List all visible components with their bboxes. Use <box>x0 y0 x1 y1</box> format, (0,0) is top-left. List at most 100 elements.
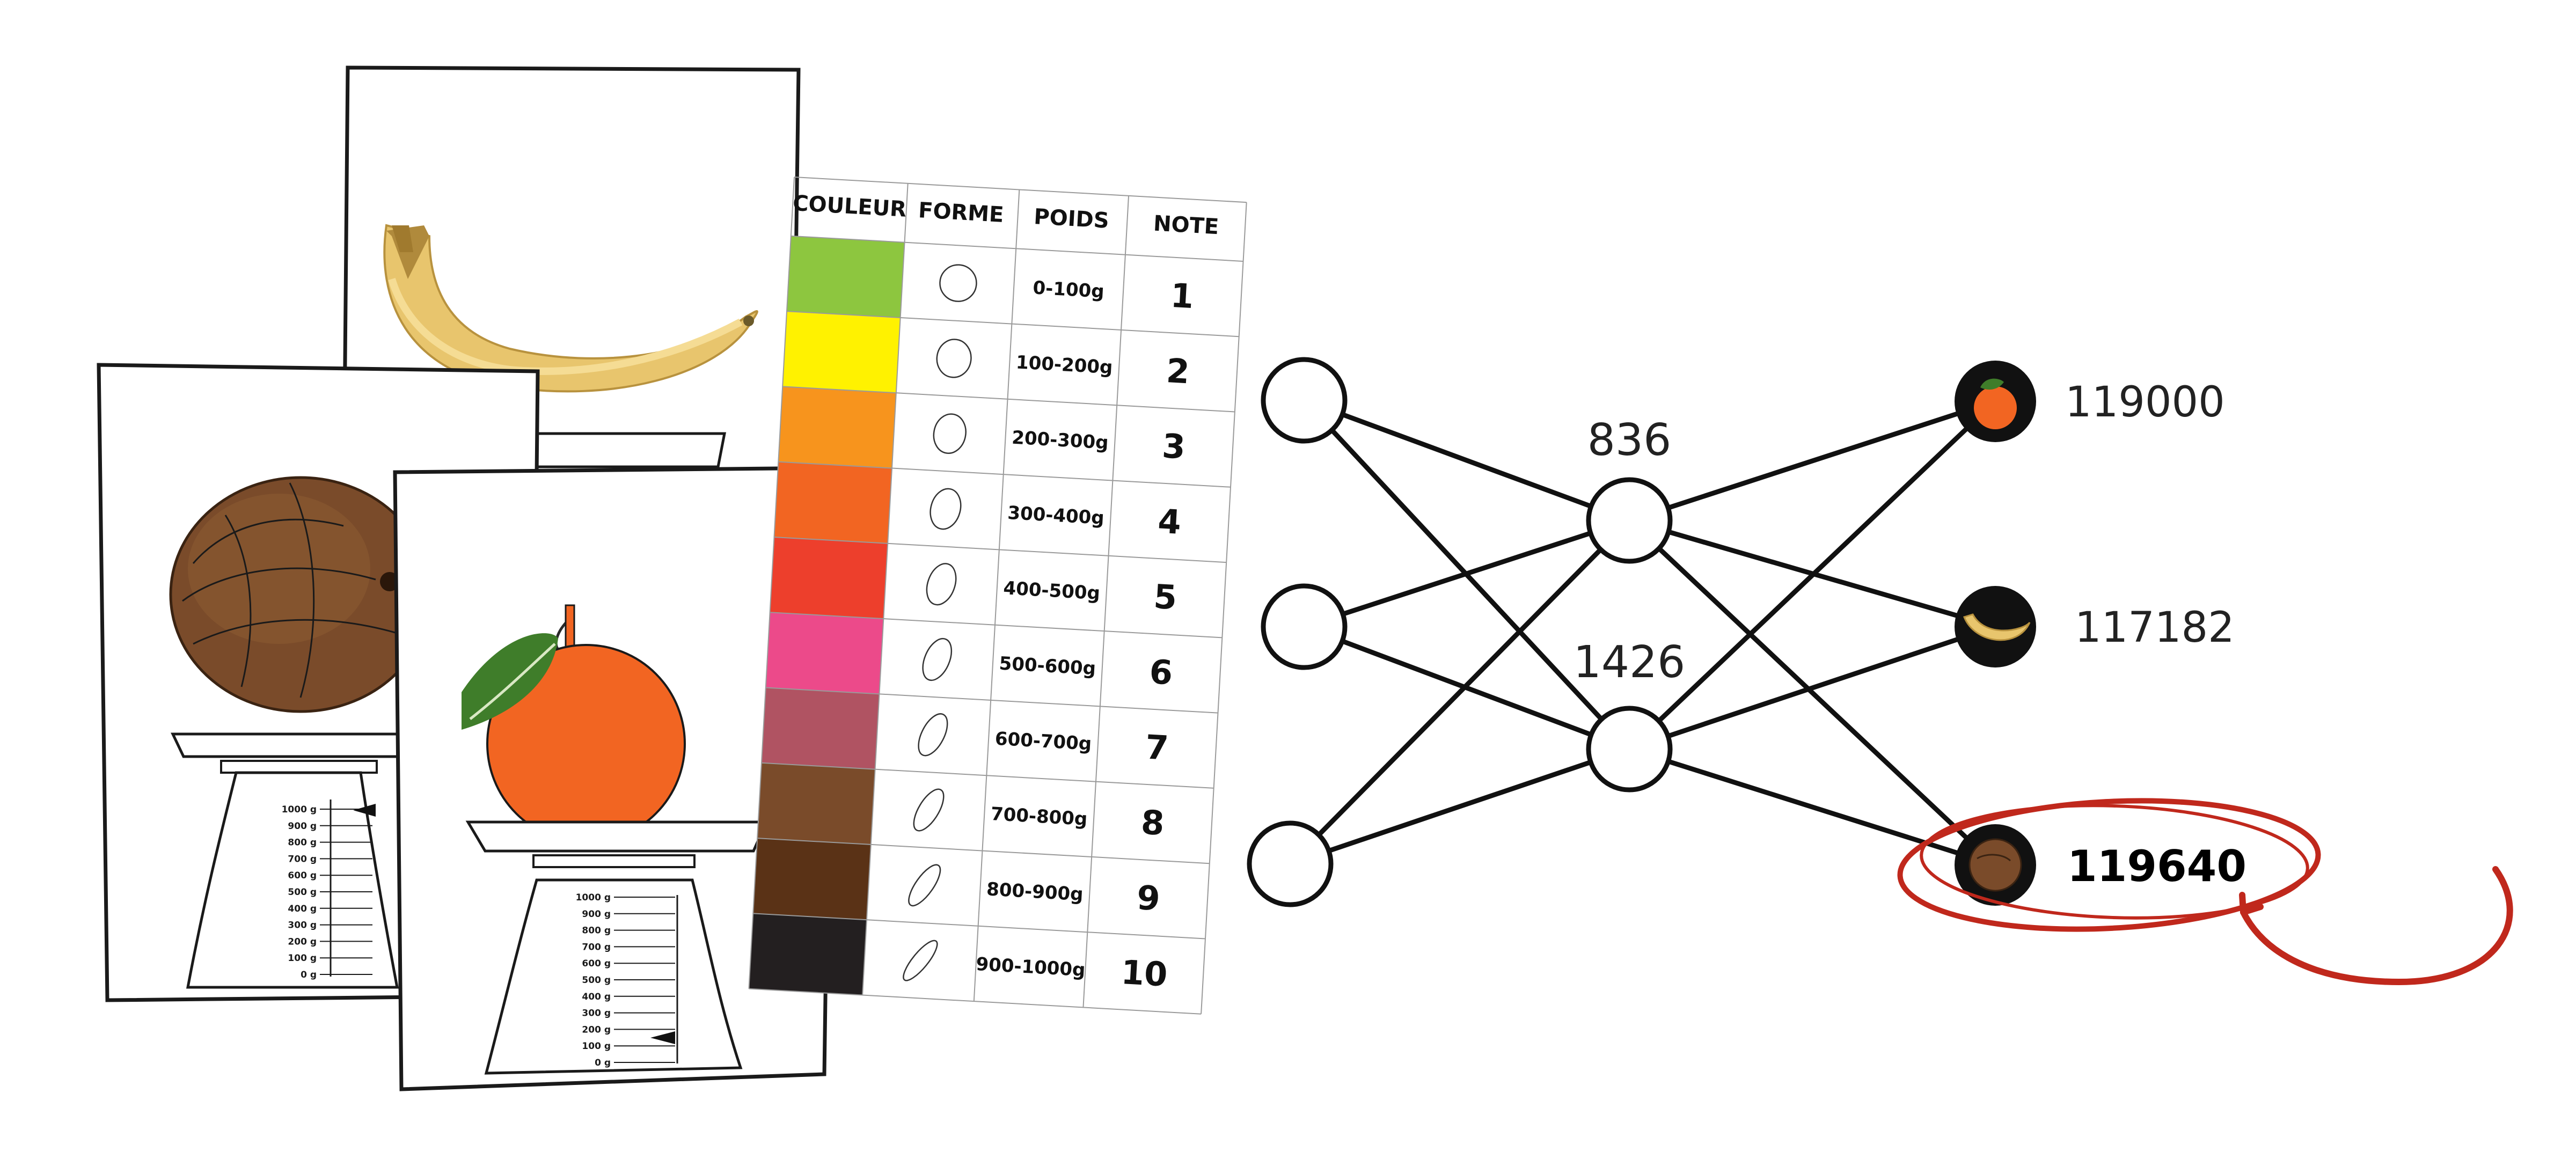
shape-icon <box>918 713 948 757</box>
hidden-node-1 <box>1586 477 1673 564</box>
input-node-3 <box>1247 820 1334 907</box>
scale-ticks-right: 1000 g 900 g 800 g 700 g 600 g 500 g 400 g 300 … <box>576 892 675 1068</box>
highlight-arrow <box>2240 866 2513 986</box>
scale-icon <box>465 820 769 1075</box>
highlight-ellipse <box>1897 798 2321 932</box>
criteria-table: COULEUR FORME POIDS NOTE 0-100g 100-200g 2… <box>748 177 1247 1015</box>
header-forme: FORME <box>918 198 1005 228</box>
weight-range: 900-1000g <box>975 953 1086 981</box>
scale-tick-label: 200 g <box>288 936 317 947</box>
color-swatch <box>753 838 871 920</box>
weight-range: 200-300g <box>1011 427 1109 454</box>
weight-range: 0-100g <box>1033 277 1105 302</box>
shape-icon <box>903 940 938 981</box>
weight-range: 800-900g <box>986 878 1084 905</box>
shape-icon <box>933 413 967 454</box>
scale-tick-label: 900 g <box>288 821 317 832</box>
arrow-head <box>2239 892 2264 915</box>
scale-tick-label: 800 g <box>288 838 317 848</box>
shape-icon <box>939 264 977 302</box>
scale-tick-label: 500 g <box>582 975 611 986</box>
shape-icon <box>930 488 962 530</box>
note-value: 4 <box>1157 502 1182 542</box>
color-column <box>749 236 905 995</box>
note-value: 10 <box>1120 952 1168 994</box>
hidden-nodes: 836 1426 <box>1574 415 1686 793</box>
color-swatch <box>761 687 880 769</box>
color-swatch <box>757 762 875 845</box>
shape-icon <box>913 788 945 832</box>
scale-tick-label: 700 g <box>582 942 611 952</box>
output-node-orange: 119000 <box>1955 361 2225 442</box>
weight-range: 600-700g <box>994 728 1092 755</box>
color-swatch <box>770 537 888 619</box>
input-node-1 <box>1261 357 1348 444</box>
note-value: 2 <box>1165 351 1190 391</box>
header-poids: POIDS <box>1033 204 1110 233</box>
scale-tick-label: 400 g <box>288 904 317 914</box>
shape-icon <box>936 339 972 378</box>
scale-tick-label: 0 g <box>595 1058 611 1068</box>
hidden-node-2 <box>1586 706 1673 793</box>
scale-tick-label: 500 g <box>288 887 317 898</box>
weight-range: 300-400g <box>1007 502 1104 529</box>
shape-column <box>903 264 977 981</box>
output-value-coconut: 119640 <box>2067 841 2246 891</box>
input-nodes <box>1247 357 1348 907</box>
scale-tick-label: 100 g <box>288 953 317 964</box>
output-node-banana: 117182 <box>1955 586 2235 667</box>
shape-icon <box>926 563 957 606</box>
input-node-2 <box>1261 583 1348 670</box>
hidden-value-2: 1426 <box>1574 637 1686 688</box>
weight-range: 500-600g <box>999 653 1096 680</box>
shape-icon <box>922 638 953 681</box>
network-edges <box>1288 398 1997 868</box>
output-value-banana: 117182 <box>2075 604 2235 652</box>
scale-tick-label: 400 g <box>582 992 611 1002</box>
weight-range: 100-200g <box>1015 351 1113 378</box>
orange-card: 1000 g 900 g 800 g 700 g 600 g 500 g 400 g 300 … <box>393 466 835 1091</box>
note-value: 6 <box>1148 652 1174 692</box>
scale-ticks-left: 1000 g 900 g 800 g 700 g 600 g 500 g 400 g 300 … <box>282 804 372 980</box>
weight-range: 700-800g <box>990 803 1088 830</box>
scale-tick-label: 800 g <box>582 926 611 936</box>
note-value: 8 <box>1140 803 1165 843</box>
scale-needle <box>353 804 376 817</box>
color-swatch <box>782 311 901 393</box>
shape-icon <box>908 864 941 907</box>
weight-range: 400-500g <box>1003 577 1101 604</box>
note-column: 1 2 3 4 5 6 7 8 9 10 <box>1120 276 1195 994</box>
note-value: 1 <box>1169 276 1195 316</box>
color-swatch <box>778 386 896 468</box>
color-swatch <box>765 612 884 694</box>
color-swatch <box>749 913 867 995</box>
header-note: NOTE <box>1153 211 1219 240</box>
scale-tick-label: 300 g <box>288 920 317 931</box>
note-value: 9 <box>1136 878 1161 918</box>
output-node-coconut: 119640 <box>1955 824 2246 906</box>
color-swatch <box>774 461 892 544</box>
header-couleur: COULEUR <box>792 191 907 222</box>
scale-needle <box>650 1031 675 1044</box>
hidden-value-1: 836 <box>1587 415 1672 466</box>
orange-icon <box>462 604 686 843</box>
scale-tick-label: 900 g <box>582 909 611 920</box>
scale-tick-label: 1000 g <box>576 892 611 903</box>
note-value: 5 <box>1153 577 1178 617</box>
scale-tick-label: 200 g <box>582 1024 611 1035</box>
scale-icon <box>171 732 421 989</box>
output-value-orange: 119000 <box>2065 378 2225 427</box>
note-value: 3 <box>1161 426 1187 466</box>
highlight-annotation <box>1897 798 2513 986</box>
table-grid <box>748 177 1247 1015</box>
scale-tick-label: 300 g <box>582 1008 611 1019</box>
output-nodes: 119000 117182 119640 <box>1955 361 2246 906</box>
scale-tick-label: 100 g <box>582 1041 611 1052</box>
scale-tick-label: 600 g <box>288 870 317 881</box>
scale-tick-label: 700 g <box>288 854 317 864</box>
color-swatch <box>787 236 905 318</box>
note-value: 7 <box>1144 727 1169 767</box>
scale-tick-label: 1000 g <box>282 804 317 815</box>
scale-tick-label: 600 g <box>582 958 611 969</box>
